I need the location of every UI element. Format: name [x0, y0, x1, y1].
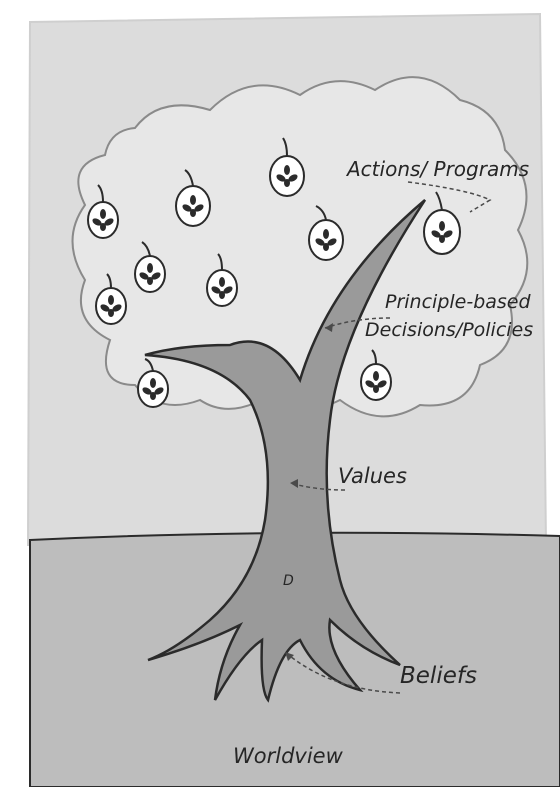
actions-pointer: [407, 181, 492, 213]
tree-trunk: [144, 199, 427, 703]
fruit-6: [134, 241, 166, 293]
fruit-10: [137, 358, 169, 408]
label-values: Values: [338, 464, 407, 488]
tree-canopy: [71, 76, 529, 418]
fruit-2: [175, 169, 211, 227]
fruit-3: [269, 137, 305, 197]
label-trunk-mark: D: [283, 573, 294, 589]
fruit-1: [87, 184, 119, 239]
label-actions: Actions/ Programs: [345, 157, 529, 181]
label-principle: Principle-based: [385, 291, 531, 313]
fruit-4: [308, 205, 344, 261]
fruit-8: [95, 273, 127, 325]
fruit-5: [423, 191, 461, 255]
fruit-9: [360, 349, 392, 401]
label-worldview: Worldview: [233, 744, 344, 768]
beliefs-pointer: [284, 651, 401, 694]
label-decisions: Decisions/Policies: [365, 319, 533, 341]
fruit-7: [206, 253, 238, 307]
label-beliefs: Beliefs: [400, 663, 477, 689]
